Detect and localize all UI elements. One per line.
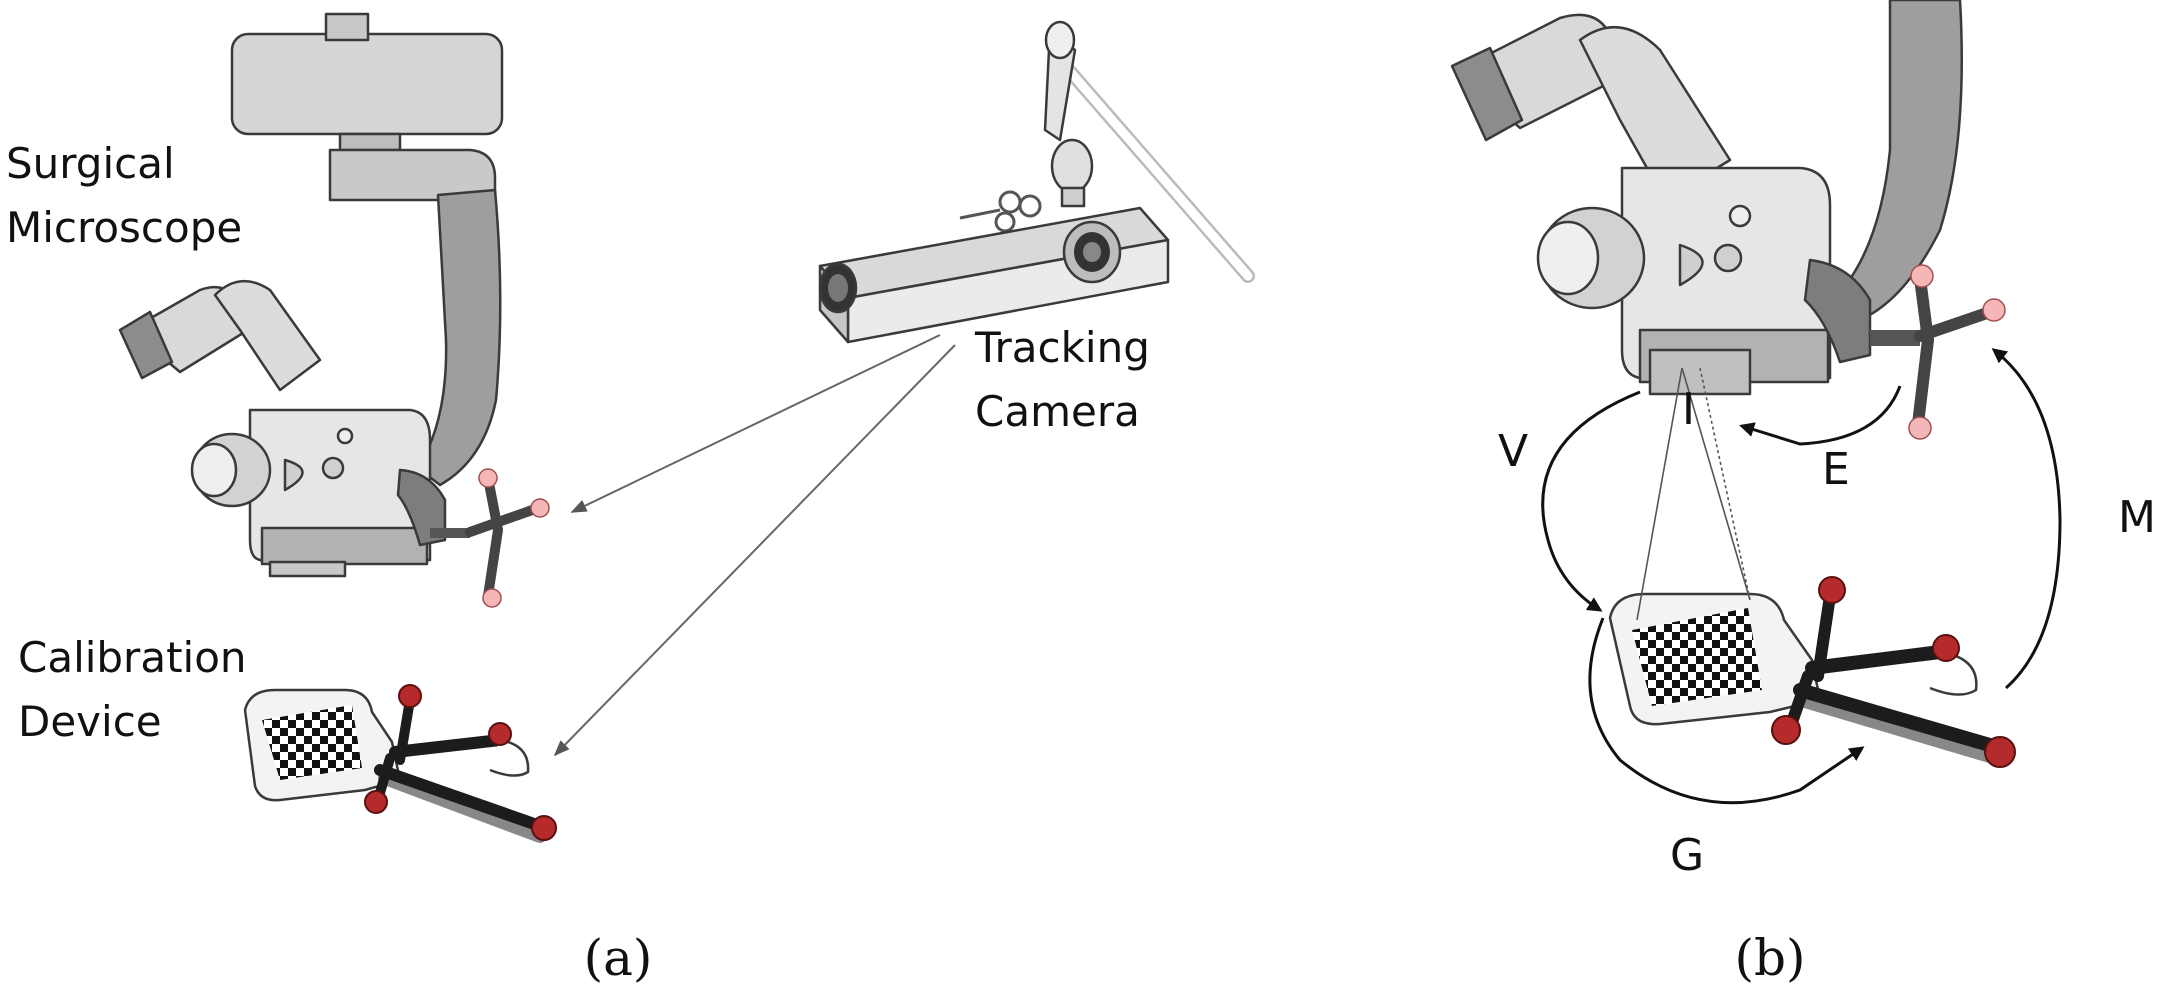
transform-arrow-G bbox=[1588, 617, 1865, 805]
caption-a: (a) bbox=[584, 929, 653, 987]
label-M: M bbox=[2118, 492, 2156, 543]
calibration-device-closeup bbox=[1608, 576, 2016, 768]
label-V: V bbox=[1498, 426, 1528, 477]
calibration-device-illustration bbox=[243, 684, 557, 843]
transform-arrow-V bbox=[1541, 390, 1641, 612]
panel-a: Surgical Microscope Tra bbox=[6, 12, 1255, 987]
view-cone-I bbox=[1636, 367, 1751, 621]
label-camera: Camera bbox=[975, 387, 1140, 436]
label-device: Device bbox=[18, 697, 162, 746]
surgical-microscope-closeup bbox=[1450, 13, 2006, 440]
label-G: G bbox=[1670, 830, 1704, 881]
caption-b: (b) bbox=[1734, 929, 1805, 987]
label-tracking: Tracking bbox=[974, 323, 1150, 372]
label-E: E bbox=[1822, 444, 1850, 495]
label-calibration: Calibration bbox=[18, 633, 247, 682]
transform-arrow-E bbox=[1739, 385, 1902, 446]
label-microscope: Microscope bbox=[6, 203, 242, 252]
panel-b: V I E M G (b) bbox=[1450, 0, 2156, 987]
microscope-arm-b bbox=[1833, 0, 1963, 322]
label-surgical: Surgical bbox=[6, 139, 175, 188]
tracking-ray-to-microscope bbox=[570, 334, 941, 513]
surgical-microscope-illustration bbox=[118, 12, 550, 608]
tracking-ray-to-device bbox=[553, 344, 956, 757]
tracking-camera-illustration bbox=[818, 20, 1255, 344]
label-I: I bbox=[1682, 384, 1695, 435]
transform-arrow-M bbox=[1991, 348, 2062, 690]
